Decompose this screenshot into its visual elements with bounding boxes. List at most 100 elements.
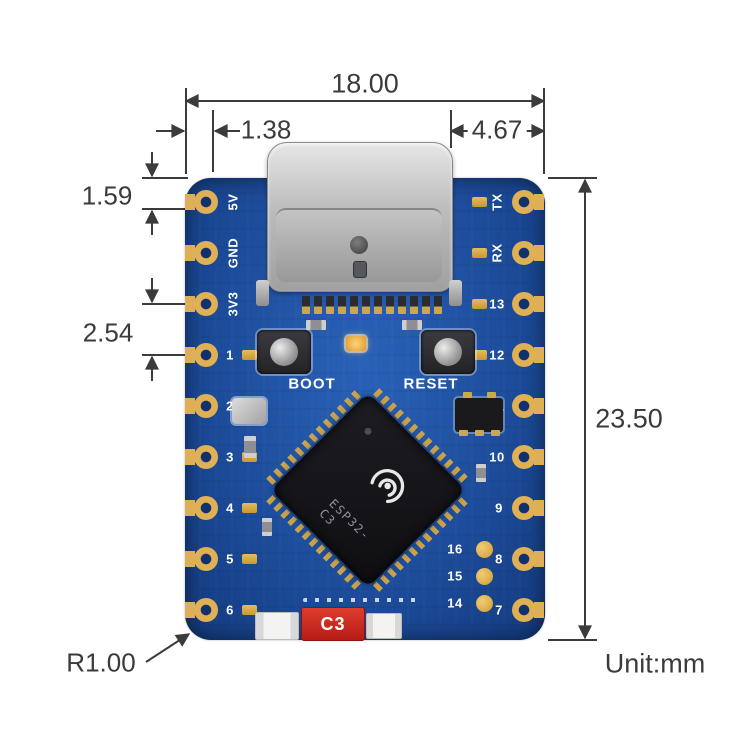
usb-pin xyxy=(434,296,442,314)
smd-pad xyxy=(472,299,487,309)
bottom-component xyxy=(366,613,402,639)
usb-mount-leg xyxy=(256,280,269,306)
pin-label-1: 1 xyxy=(226,347,234,363)
dim-pitch: 2.54 xyxy=(82,317,134,348)
usb-pin xyxy=(326,296,334,314)
usb-shell-slot xyxy=(353,261,367,278)
boot-button xyxy=(257,330,311,374)
hole-pad-14 xyxy=(476,595,493,612)
pad-left-5 xyxy=(194,445,218,469)
pin-label-7: 7 xyxy=(495,602,503,618)
smd-pad xyxy=(242,350,257,360)
usb-pin xyxy=(398,296,406,314)
esp32-chip: ESP32-C3 xyxy=(255,377,481,603)
pin-label-15: 15 xyxy=(447,568,463,584)
castellation-tab xyxy=(185,296,195,312)
status-led xyxy=(346,336,366,351)
dim-height: 23.50 xyxy=(595,403,663,434)
pin1-marker-icon xyxy=(363,426,373,437)
pad-right-2 xyxy=(512,292,536,316)
pad-right-8 xyxy=(512,598,536,622)
pad-right-3 xyxy=(512,343,536,367)
hole-pad-16 xyxy=(476,541,493,558)
usb-pin xyxy=(350,296,358,314)
pad-left-7 xyxy=(194,547,218,571)
castellation-tab xyxy=(534,551,544,567)
pin-label-13: 13 xyxy=(489,296,505,312)
castellation-tab xyxy=(185,500,195,516)
pin-label-tx: TX xyxy=(489,193,505,211)
passive-component xyxy=(306,320,326,330)
regulator-pin xyxy=(475,430,484,436)
boot-label: BOOT xyxy=(288,375,336,393)
dim-usb-right: 4.67 xyxy=(467,114,527,146)
pad-right-5 xyxy=(512,445,536,469)
passive-component xyxy=(262,518,272,536)
passive-component xyxy=(244,436,256,458)
usb-pin xyxy=(338,296,346,314)
usb-mount-leg xyxy=(449,280,462,306)
pin-label-3v3: 3V3 xyxy=(225,291,241,317)
reset-button xyxy=(421,330,475,374)
smd-pad xyxy=(472,197,487,207)
castellation-tab xyxy=(185,347,195,363)
regulator-pin xyxy=(463,392,472,398)
c3-marker-label: C3 xyxy=(320,613,346,634)
pad-right-7 xyxy=(512,547,536,571)
via-dots xyxy=(303,598,421,602)
pin-label-6: 6 xyxy=(226,602,234,618)
pin-label-8: 8 xyxy=(495,551,503,567)
smd-pad xyxy=(242,503,257,513)
smd-pad xyxy=(242,554,257,564)
pad-right-6 xyxy=(512,496,536,520)
usb-pin xyxy=(302,296,310,314)
passive-component xyxy=(476,464,486,482)
usb-pin xyxy=(386,296,394,314)
castellation-tab xyxy=(534,602,544,618)
dim-usb-left: 1.38 xyxy=(240,114,292,145)
pad-left-6 xyxy=(194,496,218,520)
espressif-logo-icon xyxy=(370,469,405,504)
pin-label-4: 4 xyxy=(226,500,234,516)
pin-label-5v: 5V xyxy=(225,193,241,211)
pin-label-2: 2 xyxy=(226,398,234,414)
reset-label: RESET xyxy=(403,375,459,393)
usb-pin xyxy=(314,296,322,314)
unit-label: Unit:mm xyxy=(604,648,706,679)
castellation-tab xyxy=(534,500,544,516)
pad-left-0 xyxy=(194,190,218,214)
castellation-tab xyxy=(185,245,195,261)
pin-label-12: 12 xyxy=(489,347,505,363)
hole-pad-15 xyxy=(476,568,493,585)
pin-label-5: 5 xyxy=(226,551,234,567)
castellation-tab xyxy=(534,245,544,261)
usb-pin xyxy=(422,296,430,314)
smd-pad xyxy=(472,248,487,258)
bottom-component xyxy=(255,612,299,640)
regulator-pin xyxy=(491,430,500,436)
pad-right-4 xyxy=(512,394,536,418)
castellation-tab xyxy=(534,194,544,210)
smd-pad xyxy=(242,605,257,615)
voltage-regulator xyxy=(455,398,503,432)
castellation-tab xyxy=(534,398,544,414)
usb-pin xyxy=(410,296,418,314)
pad-left-2 xyxy=(194,292,218,316)
castellation-tab xyxy=(185,551,195,567)
dim-radius: R1.00 xyxy=(66,647,136,678)
castellation-tab xyxy=(185,449,195,465)
chip-body: ESP32-C3 xyxy=(270,392,466,588)
c3-marker: C3 xyxy=(301,607,365,641)
castellation-tab xyxy=(534,296,544,312)
pin-label-10: 10 xyxy=(489,449,505,465)
pin-label-3: 3 xyxy=(226,449,234,465)
pin-label-16: 16 xyxy=(447,541,463,557)
dim-width: 18.00 xyxy=(331,68,399,99)
smd-pad xyxy=(472,350,487,360)
castellation-tab xyxy=(534,449,544,465)
castellation-tab xyxy=(185,602,195,618)
usb-shell-dimple xyxy=(350,236,368,254)
castellation-tab xyxy=(185,194,195,210)
pad-right-1 xyxy=(512,241,536,265)
